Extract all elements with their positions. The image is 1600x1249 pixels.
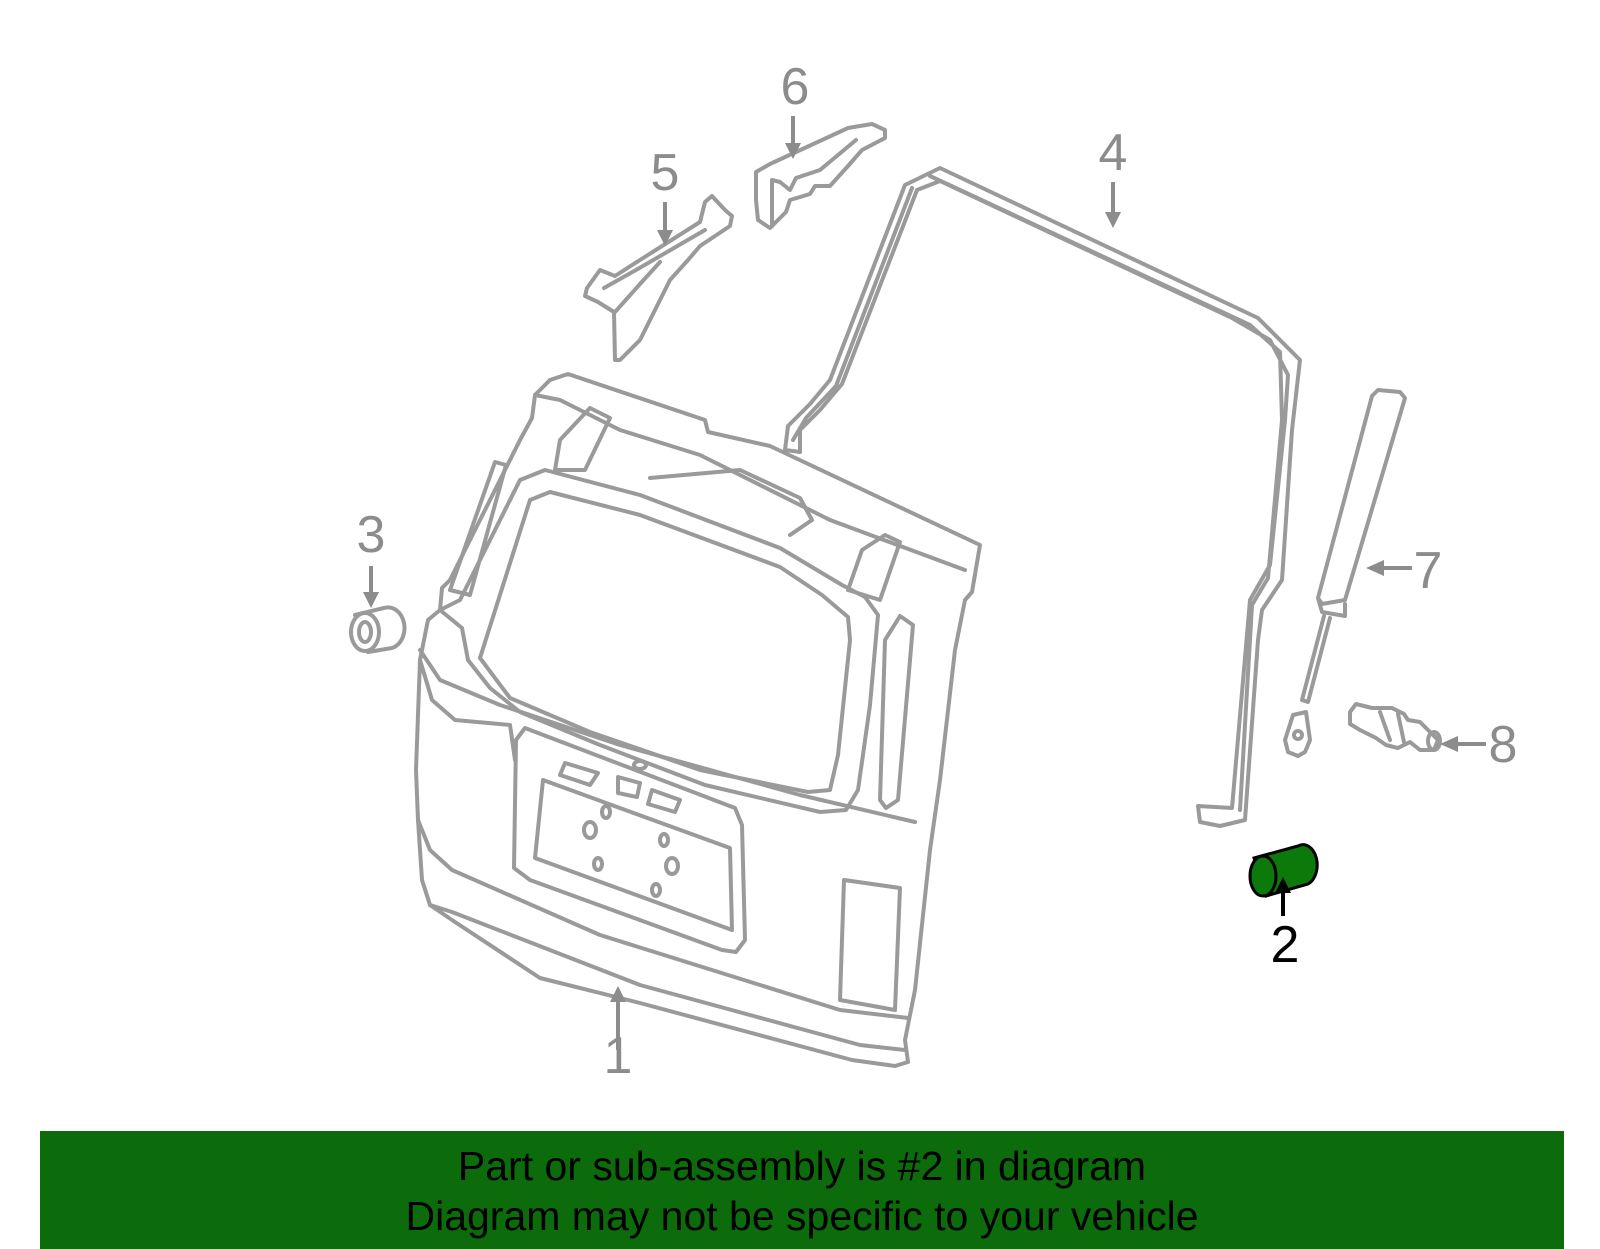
callout-3: 3 <box>357 506 386 564</box>
bumper-part <box>349 605 407 654</box>
weatherstrip-part <box>783 166 1302 828</box>
info-banner: Part or sub-assembly is #2 in diagram Di… <box>40 1131 1564 1249</box>
callout-6: 6 <box>781 58 810 116</box>
callout-8: 8 <box>1489 716 1518 774</box>
tailgate-part <box>414 372 982 1068</box>
banner-line-part-number: Part or sub-assembly is #2 in diagram <box>457 1143 1147 1189</box>
highlighted-part-2 <box>1248 843 1319 898</box>
callout-5: 5 <box>651 144 680 202</box>
hinge-bracket-right-part <box>754 122 887 230</box>
callout-1: 1 <box>604 1027 633 1085</box>
callout-7: 7 <box>1414 542 1443 600</box>
bolt-part <box>1348 702 1442 752</box>
parts-diagram: 1 2 3 4 5 6 7 8 <box>349 58 1518 1085</box>
lift-support-part <box>1283 388 1407 758</box>
callout-2: 2 <box>1271 916 1300 974</box>
banner-line-disclaimer: Diagram may not be specific to your vehi… <box>405 1193 1199 1239</box>
hinge-bracket-left-part <box>583 194 734 362</box>
callout-4: 4 <box>1099 124 1128 182</box>
